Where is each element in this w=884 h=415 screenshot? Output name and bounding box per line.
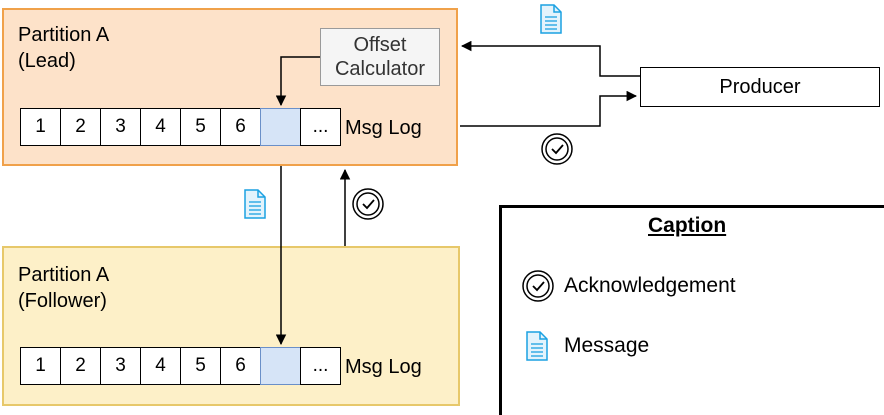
offset-calculator-line1: Offset [353,34,407,56]
lead-title-line1: Partition A [18,24,110,46]
log-cell: 2 [60,108,101,146]
caption-title: Caption [648,214,727,237]
producer-label: Producer [719,75,801,98]
follower-log-label: Msg Log [345,356,422,378]
log-cell: 1 [20,347,61,385]
log-cell: 5 [180,108,221,146]
lead-to-producer-arrow [460,90,638,127]
producer-to-lead-arrow [460,40,640,77]
message-icon [244,189,266,219]
log-cell: 3 [100,347,141,385]
log-cell-ellipsis: ... [300,347,341,385]
legend-acknowledgement-icon [522,270,554,302]
lead-title: Partition A (Lead) [18,22,109,74]
follower-title-line1: Partition A [18,264,110,286]
log-cell: 3 [100,108,141,146]
log-cell: 4 [140,108,181,146]
lead-title-line2: (Lead) [18,50,76,72]
offset-calculator: Offset Calculator [320,28,440,86]
offset-calculator-line2: Calculator [334,58,426,80]
log-cell-ellipsis: ... [300,108,341,146]
legend-message-icon [526,331,548,361]
acknowledgement-icon [541,133,573,165]
caption-box [499,205,884,415]
legend-ack-label: Acknowledgement [564,274,736,297]
log-cell: 5 [180,347,221,385]
producer-box: Producer [640,67,880,107]
offset-to-log-arrow [275,56,320,107]
lead-log-label: Msg Log [345,117,422,139]
follower-title-line2: (Follower) [18,290,107,312]
follower-title: Partition A (Follower) [18,262,109,314]
legend-message-label: Message [564,334,650,357]
log-cell: 4 [140,347,181,385]
message-icon [540,4,562,34]
log-cell: 1 [20,108,61,146]
acknowledgement-icon [352,188,384,220]
log-cell: 6 [220,108,261,146]
